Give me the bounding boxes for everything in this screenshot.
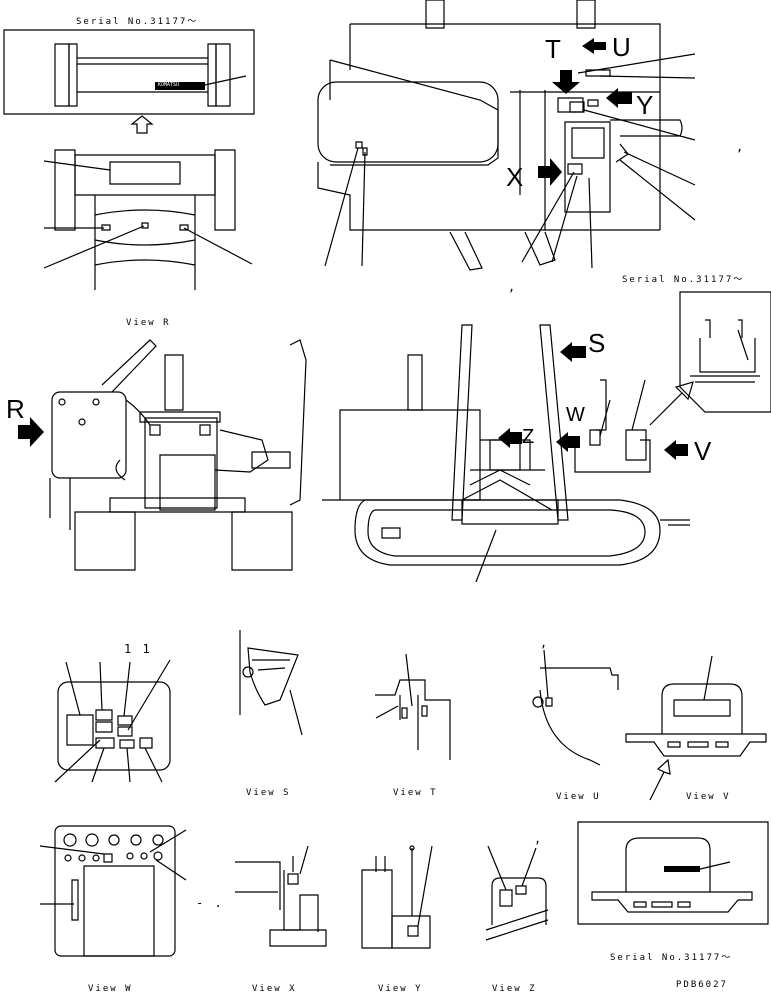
- comma-mark-2: ,: [508, 280, 518, 294]
- comma-mark-3: ,: [540, 636, 550, 650]
- v-down-arrow-icon: [650, 760, 670, 800]
- detail-inset: [680, 292, 771, 412]
- view-s-detail: [240, 630, 302, 735]
- view-s-caption: View S: [246, 788, 291, 798]
- serial-label-bottom: Serial No.31177〜: [610, 953, 733, 963]
- eleven-mark: 1 1: [124, 642, 152, 656]
- view-x-caption: View X: [252, 984, 297, 994]
- dash-mark: - .: [196, 896, 224, 910]
- comma-mark-1: ,: [736, 140, 746, 154]
- cab-detail: [318, 0, 695, 270]
- arrow-t-icon: [552, 70, 580, 94]
- machine-front-view: [50, 340, 306, 570]
- komatsu-logo-decal: [155, 82, 205, 90]
- serial-label-top: Serial No.31177〜: [76, 17, 199, 27]
- view-z-caption: View Z: [492, 984, 537, 994]
- arrow-s-letter: S: [588, 328, 606, 358]
- view-u-caption: View U: [556, 792, 601, 802]
- arrow-y-letter: Y: [636, 90, 654, 120]
- view-u-detail: [533, 650, 618, 765]
- arrow-v-letter: V: [694, 436, 712, 466]
- arrow-r-letter: R: [6, 394, 25, 424]
- view-x-detail: [235, 846, 326, 946]
- view-t-caption: View T: [393, 788, 438, 798]
- view-y-detail: [362, 846, 432, 948]
- arrow-w-icon: [556, 432, 580, 452]
- framed-view-v: [578, 822, 768, 924]
- drawing-code: PDB6027: [676, 980, 728, 990]
- logo-text: KOMATSU: [158, 82, 180, 88]
- komatsu-logo-decal-2: [664, 866, 700, 872]
- arrow-x-icon: [538, 158, 562, 186]
- arrow-r-icon: [18, 417, 44, 447]
- arrow-z-letter: Z: [522, 426, 535, 448]
- machine-side-view: [322, 325, 690, 582]
- panel-eleven: [55, 660, 170, 782]
- arrow-u-letter: U: [612, 32, 631, 62]
- view-v-caption: View V: [686, 792, 731, 802]
- view-w-detail: [40, 826, 186, 956]
- view-y-caption: View Y: [378, 984, 423, 994]
- serial-label-mid: Serial No.31177〜: [622, 275, 745, 285]
- arrow-x-letter: X: [506, 162, 524, 192]
- rear-decal-panel: [4, 30, 254, 114]
- view-z-detail: [486, 846, 548, 940]
- view-t-detail: [375, 654, 450, 760]
- arrow-t-letter: T: [545, 34, 561, 64]
- arrow-s-icon: [560, 342, 586, 362]
- view-r-machine: [44, 150, 252, 290]
- arrow-u-icon: [582, 38, 606, 54]
- comma-mark-4: ,: [534, 832, 544, 846]
- arrow-v-icon: [664, 440, 688, 460]
- hollow-arrow-icon: [650, 382, 693, 425]
- arrow-w-letter: W: [566, 404, 585, 426]
- up-arrow-icon: [132, 116, 152, 133]
- view-v-detail: [626, 656, 766, 756]
- view-r-caption: View R: [126, 318, 171, 328]
- arrow-z-icon: [498, 428, 522, 448]
- arrow-y-icon: [606, 88, 632, 108]
- view-w-caption: View W: [88, 984, 133, 994]
